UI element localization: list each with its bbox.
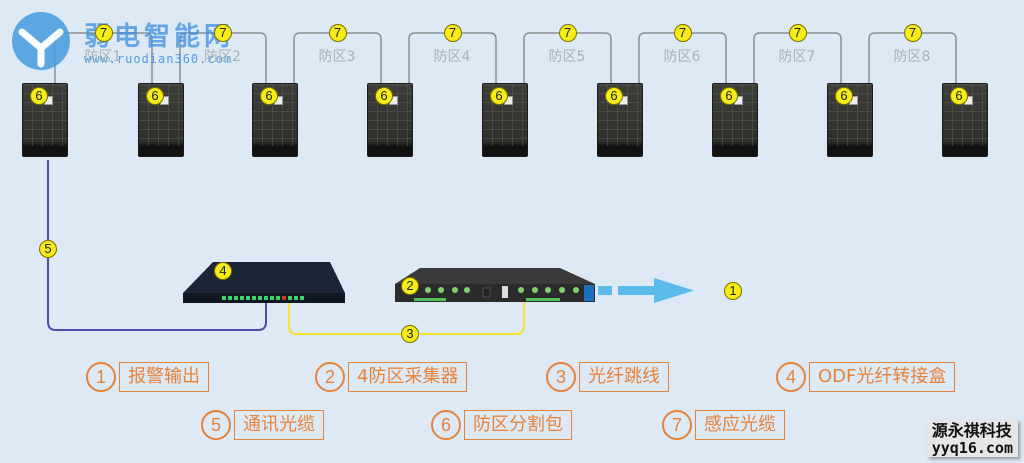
enclosure-base [368, 146, 412, 156]
enclosure-base [713, 146, 757, 156]
output-arrow [598, 278, 694, 303]
legend-number: 4 [776, 362, 806, 392]
badge-enclosure: 6 [720, 87, 738, 105]
legend-label: 报警输出 [119, 362, 209, 392]
brand-name: 源永祺科技 [931, 421, 1012, 440]
collector-port [464, 287, 470, 293]
odf-box [183, 262, 345, 303]
legend-item-collector: 2 4防区采集器 [315, 362, 468, 392]
collector-port [452, 287, 458, 293]
badge-patch-cord: 3 [401, 325, 419, 343]
odf-port [270, 296, 274, 300]
badge-enclosure: 6 [375, 87, 393, 105]
badge-sense-cable: 7 [673, 24, 692, 42]
watermark-url: www.ruodian360.com [84, 52, 233, 66]
badge-comm-cable: 5 [39, 240, 57, 258]
watermark-logo-icon [12, 12, 70, 70]
collector-port [573, 287, 579, 293]
legend-label: 光纤跳线 [579, 362, 669, 392]
badge-enclosure: 6 [30, 87, 48, 105]
odf-port [258, 296, 262, 300]
zone-label: 防区5 [548, 49, 586, 65]
badge-enclosure: 6 [146, 87, 164, 105]
collector-port [532, 287, 538, 293]
odf-port [240, 296, 244, 300]
legend-number: 3 [546, 362, 576, 392]
enclosure-base [23, 146, 67, 156]
odf-port [252, 296, 256, 300]
zone-label: 防区4 [433, 49, 471, 65]
badge-sense-cable: 7 [788, 24, 807, 42]
enclosure-base [598, 146, 642, 156]
odf-port [264, 296, 268, 300]
badge-sense-cable: 7 [94, 24, 113, 42]
badge-sense-cable: 7 [903, 24, 922, 42]
enclosure-base [139, 146, 183, 156]
badge-sense-cable: 7 [328, 24, 347, 42]
collector-port [545, 287, 551, 293]
zone-label: 防区7 [778, 49, 816, 65]
legend-item-odf-box: 4 ODF光纤转接盒 [776, 362, 956, 392]
legend-label: ODF光纤转接盒 [809, 362, 956, 392]
zone-label: 防区6 [663, 49, 701, 65]
legend-label: 感应光缆 [695, 410, 785, 440]
legend-label: 4防区采集器 [348, 362, 468, 392]
terminal-block [526, 298, 560, 301]
collector-device [395, 268, 595, 302]
badge-sense-cable: 7 [443, 24, 462, 42]
enclosure-base [943, 146, 987, 156]
odf-port [228, 296, 232, 300]
collector-port [438, 287, 444, 293]
odf-port [288, 296, 292, 300]
collector-port [425, 287, 431, 293]
legend-number: 1 [86, 362, 116, 392]
brand-site: yyq16.com [931, 439, 1013, 457]
badge-enclosure: 6 [950, 87, 968, 105]
badge-enclosure: 6 [835, 87, 853, 105]
legend-item-sense-cable: 7 感应光缆 [662, 410, 785, 440]
odf-port [234, 296, 238, 300]
badge-sense-cable: 7 [214, 24, 232, 42]
odf-port [300, 296, 304, 300]
collector-port [518, 287, 524, 293]
odf-port [222, 296, 226, 300]
odf-port [276, 296, 280, 300]
enclosure-base [828, 146, 872, 156]
badge-odf-box: 4 [214, 262, 232, 280]
enclosure-base [483, 146, 527, 156]
badge-collector: 2 [401, 277, 419, 295]
legend-number: 6 [431, 410, 461, 440]
brand-stamp: 源永祺科技 yyq16.com [926, 420, 1018, 457]
legend-item-comm-cable: 5 通讯光缆 [201, 410, 324, 440]
legend-label: 防区分割包 [464, 410, 572, 440]
legend-number: 5 [201, 410, 231, 440]
badge-enclosure: 6 [605, 87, 623, 105]
odf-port [282, 296, 286, 300]
collector-port [559, 287, 565, 293]
legend-item-patch-cord: 3 光纤跳线 [546, 362, 669, 392]
zone-label: 防区8 [893, 49, 931, 65]
zone-label: 防区1 [84, 49, 122, 65]
badge-alarm-output: 1 [724, 282, 742, 300]
badge-enclosure: 6 [260, 87, 278, 105]
badge-enclosure: 6 [490, 87, 508, 105]
terminal-block [414, 298, 446, 301]
odf-port [294, 296, 298, 300]
legend-number: 7 [662, 410, 692, 440]
legend-number: 2 [315, 362, 345, 392]
legend-item-zone-splitter: 6 防区分割包 [431, 410, 572, 440]
enclosure-base [253, 146, 297, 156]
zone-label: 防区2 [204, 49, 241, 65]
comm-cable [47, 160, 267, 331]
odf-port [246, 296, 250, 300]
badge-sense-cable: 7 [558, 24, 577, 42]
legend-item-alarm-output: 1 报警输出 [86, 362, 209, 392]
zone-label: 防区3 [318, 49, 356, 65]
legend-label: 通讯光缆 [234, 410, 324, 440]
